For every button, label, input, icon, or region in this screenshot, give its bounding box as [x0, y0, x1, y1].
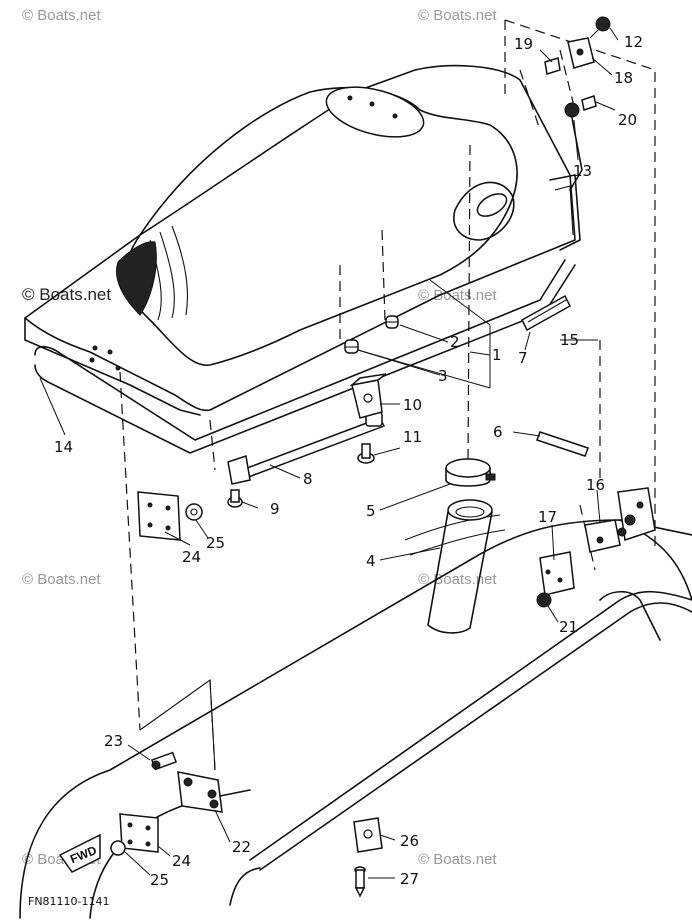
- callout-16: 16: [586, 476, 605, 494]
- callout-27: 27: [400, 870, 419, 888]
- part-7-pad: [521, 294, 571, 332]
- callout-9: 9: [270, 500, 280, 518]
- callout-5: 5: [366, 502, 376, 520]
- drawing-code: FN81110-1141: [28, 895, 110, 908]
- callout-4: 4: [366, 552, 376, 570]
- watermarks: © Boats.net © Boats.net © Boats.net © Bo…: [22, 7, 497, 868]
- watermark-top-right: © Boats.net: [418, 7, 497, 24]
- callout-8: 8: [303, 470, 313, 488]
- callout-18: 18: [614, 69, 633, 87]
- callout-24-upper: 24: [182, 548, 201, 566]
- callout-13: 13: [573, 162, 592, 180]
- part-21-nut: [536, 592, 552, 608]
- part-17-plate: [539, 551, 575, 596]
- part-4-hose: [427, 499, 493, 634]
- callout-labels: 1 2 3 4 5 6 7 8 9 10 11 12 13 14 15 16 1…: [54, 33, 643, 889]
- callout-25-lower: 25: [150, 871, 169, 889]
- watermark-bottom-right: © Boats.net: [418, 851, 497, 868]
- part-20-nut: [581, 95, 597, 111]
- part-27-pin: [354, 866, 366, 898]
- callout-7: 7: [518, 349, 528, 367]
- part-15-panel: [139, 678, 216, 771]
- part-3-grommet: [344, 339, 359, 354]
- callout-26: 26: [400, 832, 419, 850]
- callout-23: 23: [104, 732, 123, 750]
- leader-lines: [39, 27, 619, 879]
- upper-hull: [24, 64, 581, 416]
- callout-24-lower: 24: [172, 852, 191, 870]
- fwd-arrow: FWD: [58, 833, 101, 873]
- callout-1: 1: [492, 346, 502, 364]
- callout-10: 10: [403, 396, 422, 414]
- watermark-mid-right: © Boats.net: [418, 287, 497, 304]
- callout-25-upper: 25: [206, 534, 225, 552]
- watermark-hull-left: © Boats.net: [22, 285, 111, 304]
- callout-12: 12: [624, 33, 643, 51]
- callout-22: 22: [232, 838, 251, 856]
- callout-19: 19: [514, 35, 533, 53]
- callout-3: 3: [438, 367, 448, 385]
- assembly-boundary: [504, 19, 656, 550]
- part-16-latch-assembly: [584, 487, 656, 553]
- callout-17: 17: [538, 508, 557, 526]
- callout-11: 11: [403, 428, 422, 446]
- part-24-plate-lower: [119, 813, 159, 853]
- lower-hull: [19, 514, 692, 919]
- part-11-bolt: [357, 443, 375, 464]
- part-19-washer: [544, 57, 561, 75]
- part-2-grommet: [385, 315, 399, 329]
- callout-14: 14: [54, 438, 73, 456]
- part-26-bracket: [353, 817, 383, 853]
- part-8-support-rod: [227, 411, 386, 485]
- watermark-lower-right: © Boats.net: [418, 571, 497, 588]
- part-12-screw: [589, 16, 611, 39]
- watermark-mid-left: © Boats.net: [22, 571, 101, 588]
- part-5-clamp: [445, 458, 496, 487]
- part-6-strip: [536, 431, 589, 457]
- part-10-bracket: [349, 373, 387, 419]
- callout-21: 21: [559, 618, 578, 636]
- part-23-bolt: [150, 751, 178, 771]
- part-14-gunwale-rail: [34, 259, 576, 454]
- callout-6: 6: [493, 423, 503, 441]
- watermark-top-left: © Boats.net: [22, 7, 101, 24]
- callout-20: 20: [618, 111, 637, 129]
- part-9-bolt: [227, 489, 243, 508]
- callout-15: 15: [560, 331, 579, 349]
- part-24-plate-upper: [137, 491, 181, 541]
- callout-2: 2: [450, 333, 460, 351]
- part-22-hinge: [177, 771, 223, 813]
- hardware-parts: [110, 16, 656, 898]
- part-18-latch: [567, 37, 595, 69]
- part-25-nut-lower: [110, 840, 126, 856]
- part-25-nut-upper: [185, 503, 203, 521]
